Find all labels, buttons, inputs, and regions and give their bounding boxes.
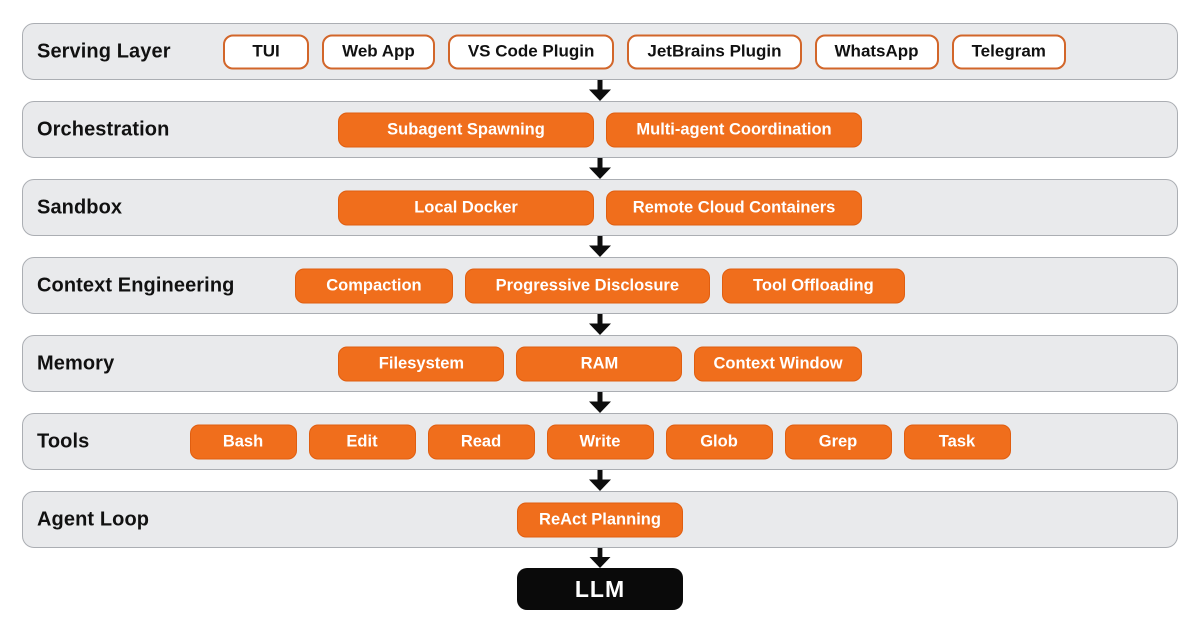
layer-chips: Subagent Spawning Multi-agent Coordinatio… [23,112,1177,147]
layer-context-engineering: Context Engineering Compaction Progressiv… [22,257,1178,314]
chip: Multi-agent Coordination [606,112,862,147]
chip: Web App [322,34,435,69]
layer-label: Context Engineering [37,274,235,296]
arrow-down-icon [589,236,611,257]
layer-tools: Tools Bash Edit Read Write Glob Grep Task [22,413,1178,470]
chip: Filesystem [338,346,505,381]
layer-label: Sandbox [37,196,123,218]
chip: Remote Cloud Containers [606,190,862,225]
layer-chips: Bash Edit Read Write Glob Grep Task [23,424,1177,459]
chip: Local Docker [338,190,594,225]
chip: ReAct Planning [517,502,683,537]
chip: Edit [308,424,416,459]
layer-label: Memory [37,352,115,374]
chip: Bash [189,424,297,459]
arrow-down-icon [589,80,611,101]
architecture-diagram: Serving Layer TUI Web App VS Code Plugin Je… [0,23,1200,610]
layer-chips: Compaction Progressive Disclosure Tool Off… [23,268,1177,303]
layer-label: Orchestration [37,118,170,140]
layer-agent-loop: Agent Loop ReAct Planning [22,491,1178,548]
terminal-row: LLM [0,568,1200,610]
layer-gap [0,314,1200,335]
chip: Grep [784,424,892,459]
chip: VS Code Plugin [447,34,615,69]
chip: Subagent Spawning [338,112,594,147]
layer-chips: ReAct Planning [23,502,1177,537]
chip: TUI [223,34,310,69]
chip: Write [546,424,654,459]
llm-node: LLM [517,568,683,610]
chip: Read [427,424,535,459]
layer-gap [0,392,1200,413]
layer-gap [0,548,1200,568]
chip: Task [903,424,1011,459]
chip: RAM [516,346,683,381]
layer-sandbox: Sandbox Local Docker Remote Cloud Contain… [22,179,1178,236]
chip: Tool Offloading [722,268,905,303]
layer-serving-layer: Serving Layer TUI Web App VS Code Plugin Je… [22,23,1178,80]
layer-chips: TUI Web App VS Code Plugin JetBrains Plugin… [112,34,1177,69]
chip: Context Window [694,346,862,381]
layer-label: Serving Layer [37,40,171,62]
arrow-down-icon [589,158,611,179]
layer-gap [0,470,1200,491]
chip: JetBrains Plugin [627,34,802,69]
layer-memory: Memory Filesystem RAM Context Window [22,335,1178,392]
arrow-down-icon [589,392,611,413]
chip: Compaction [295,268,453,303]
layer-orchestration: Orchestration Subagent Spawning Multi-age… [22,101,1178,158]
arrow-down-icon [589,548,611,568]
arrow-down-icon [589,470,611,491]
arrow-down-icon [589,314,611,335]
layer-label: Agent Loop [37,508,150,530]
chip: WhatsApp [814,34,939,69]
layer-label: Tools [37,430,90,452]
layer-gap [0,236,1200,257]
chip: Glob [665,424,773,459]
layer-chips: Filesystem RAM Context Window [23,346,1177,381]
layer-chips: Local Docker Remote Cloud Containers [23,190,1177,225]
chip: Telegram [951,34,1066,69]
layer-gap [0,158,1200,179]
layer-gap [0,80,1200,101]
chip: Progressive Disclosure [464,268,711,303]
